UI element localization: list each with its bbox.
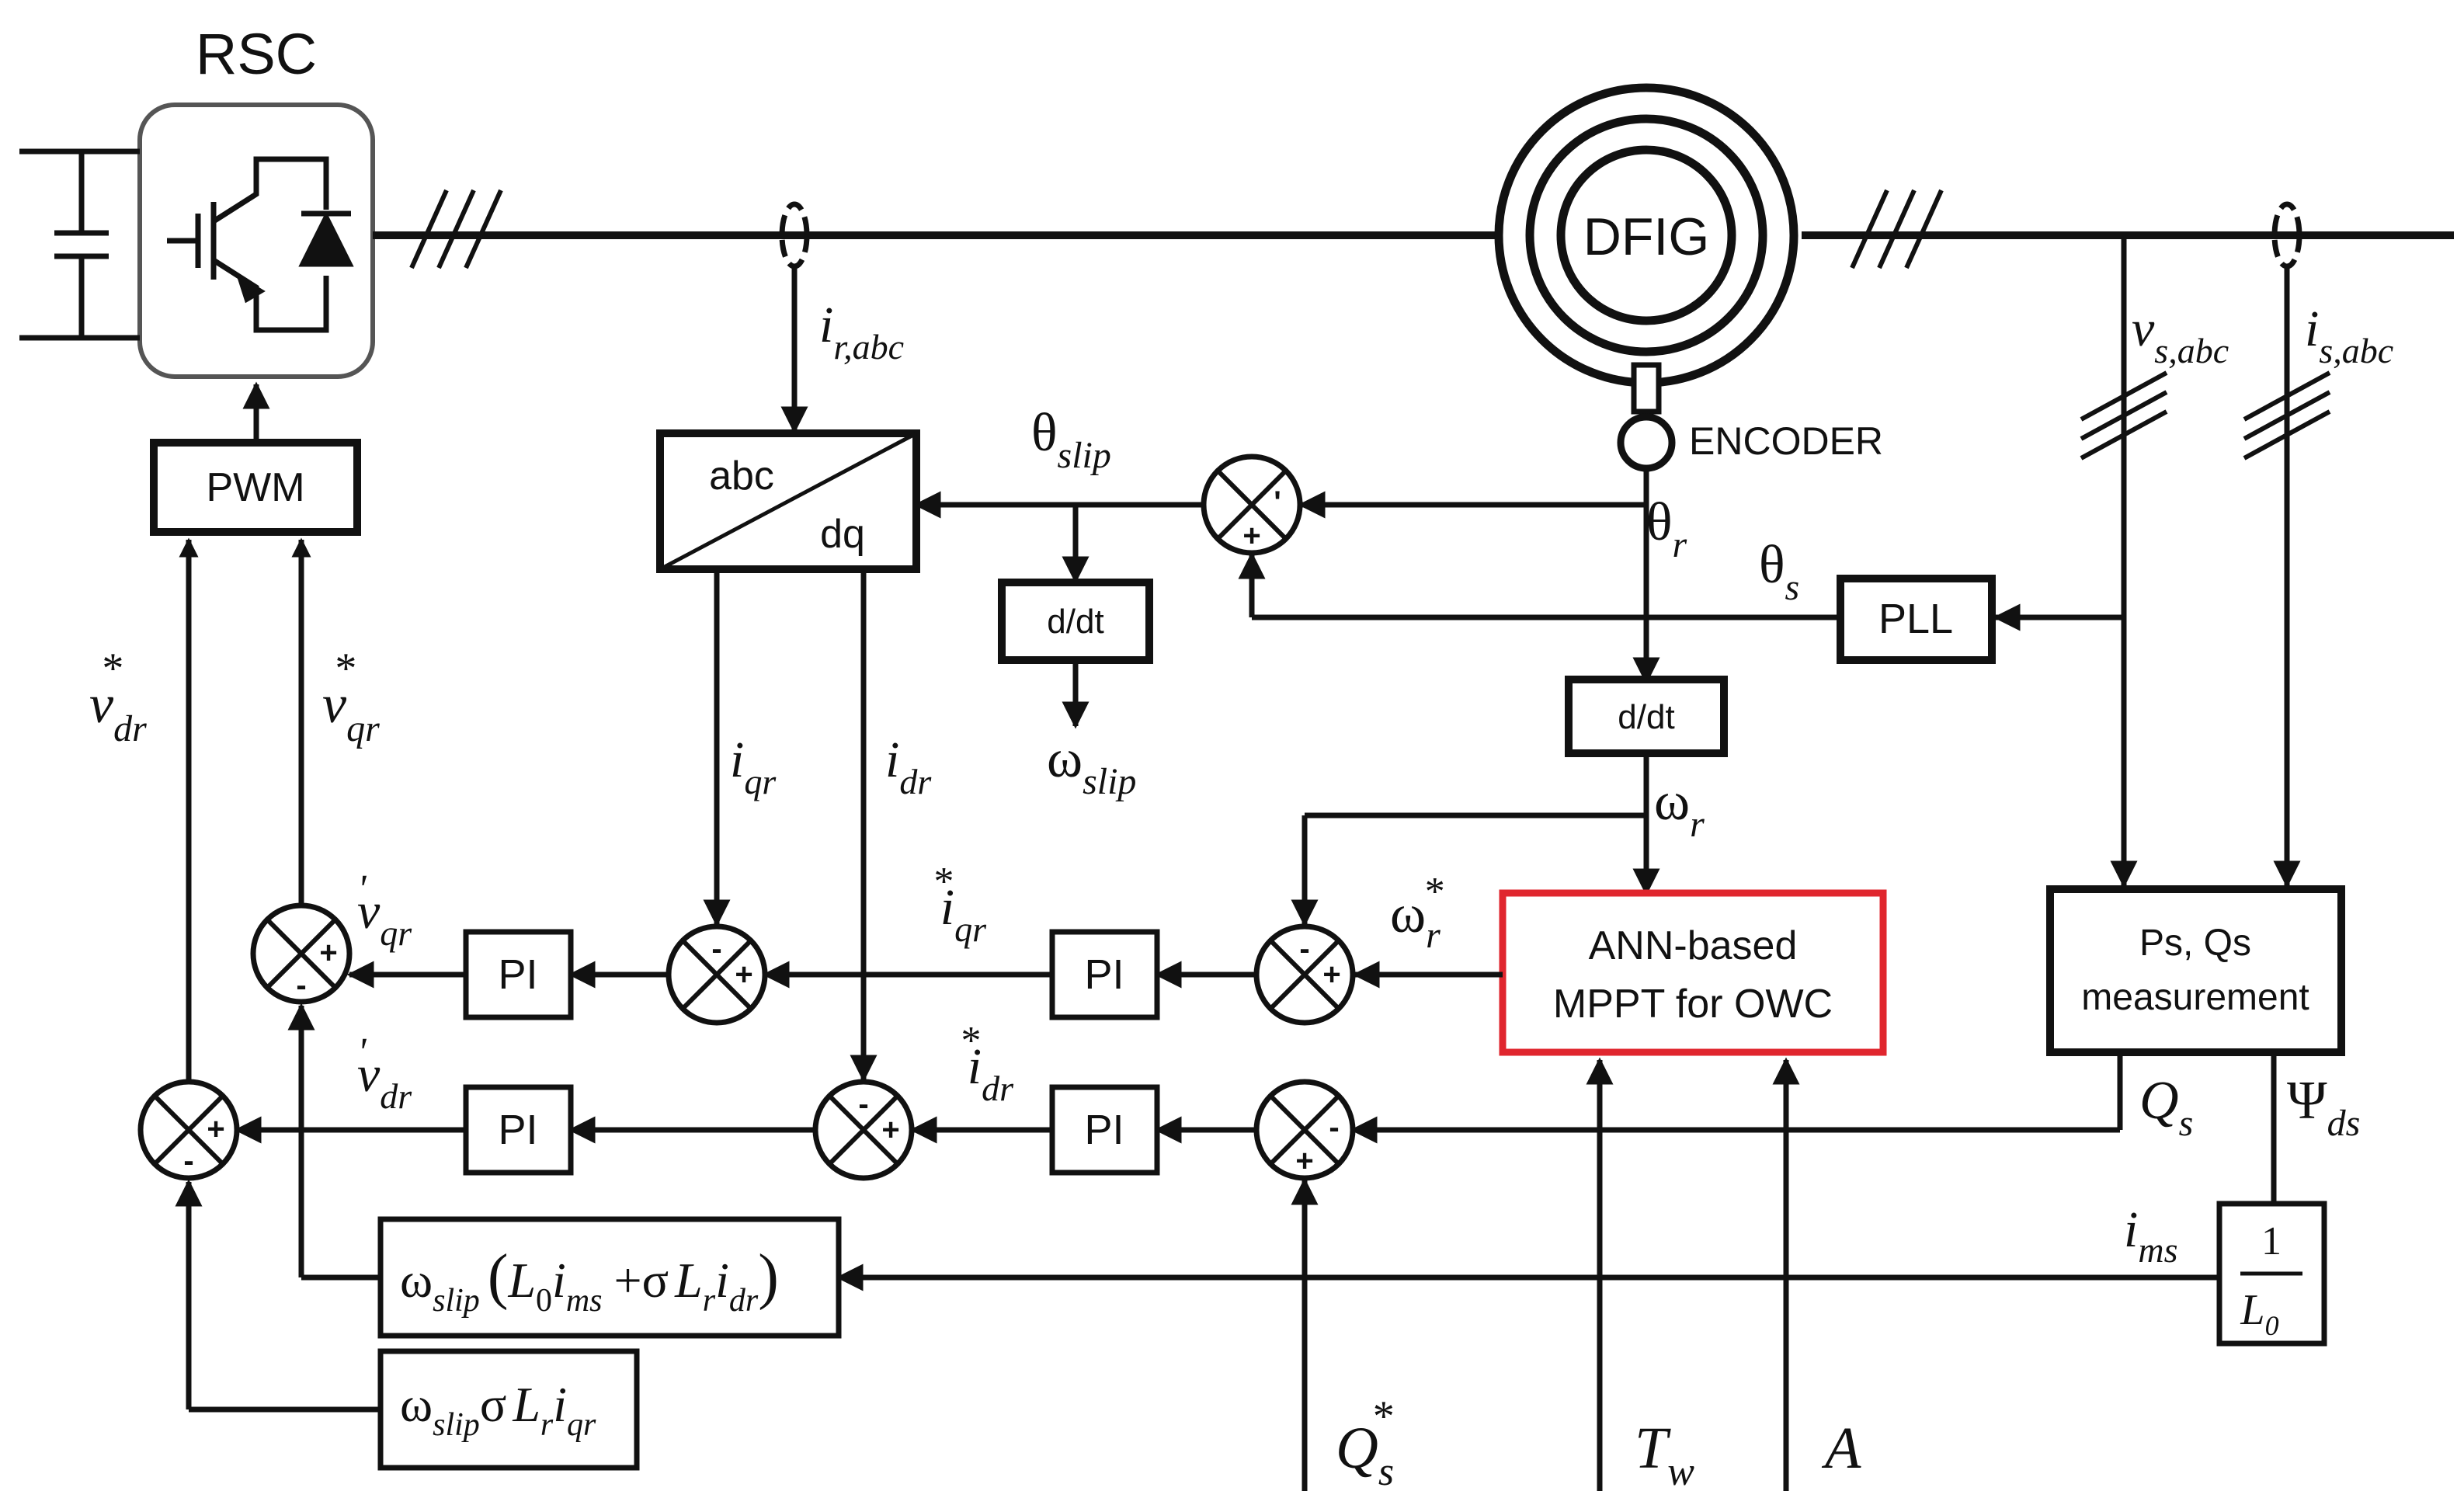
q-s-label: Qs [2139, 1071, 2193, 1144]
rsc-label: RSC [196, 22, 317, 86]
theta-slip-label: θslip [1031, 403, 1111, 476]
v-qr-ref-label: vqr* [322, 645, 380, 749]
mppt-label-line1: ANN-based [1589, 923, 1798, 968]
sum-speed-sign-right: + [1322, 958, 1340, 992]
pi-q-block [1049, 1084, 1160, 1176]
d-axis-chain: + - Qs* PI idr* idr - + PI vdr' + - [89, 537, 1394, 1494]
sum-id-sign-top: - [858, 1087, 868, 1121]
pi-q-label: PI [1084, 1107, 1124, 1153]
abc-dq-transform: ir,abc abc dq [656, 266, 920, 573]
sum-vd: + - [137, 1079, 240, 1181]
mppt-block-group: ANN-based MPPT for OWC Tw A ωr* [1352, 870, 1887, 1494]
pq-label-line2: measurement [2081, 977, 2309, 1018]
rsc-converter: RSC PWM [19, 22, 375, 536]
sum-id: - + [812, 1079, 915, 1181]
sum-speed: - + [1253, 923, 1356, 1026]
pi-id-block [463, 1084, 574, 1176]
sum-speed-sign-top: - [1299, 932, 1309, 966]
v-s-abc-label: vs,abc [2132, 301, 2229, 370]
dfig-label: DFIG [1583, 207, 1709, 266]
q-axis-chain: - + PI iqr* iqr - + PI vqr' + - vq [250, 537, 1356, 1339]
sum-iq-sign-top: - [711, 932, 721, 966]
inv-l0-num: 1 [2261, 1219, 2282, 1263]
comp-q-block [377, 1216, 842, 1339]
mppt-block [1499, 889, 1887, 1056]
pq-measurement-block [2046, 885, 2345, 1056]
i-ms-label: ims [2124, 1201, 2177, 1270]
i-qr-label: iqr [730, 732, 777, 801]
pi-speed-label: PI [1084, 951, 1124, 998]
sum-theta-sign-right: ' [1274, 485, 1281, 520]
sum-theta-sign-bottom: + [1242, 519, 1260, 553]
pq-label-line1: Ps, Qs [2139, 923, 2251, 964]
power-bus [373, 189, 2454, 269]
t-w-label: Tw [1635, 1416, 1694, 1494]
theta-r-label: θr [1646, 492, 1687, 565]
sum-vd-sign-right: + [207, 1112, 224, 1146]
abc-label: abc [709, 454, 774, 499]
inv-l0-den: L0 [2240, 1286, 2278, 1341]
sum-q-sign-right: - [1329, 1111, 1339, 1145]
v-dr-prime-label: vdr' [357, 1031, 412, 1116]
omega-r-label: ωr [1654, 772, 1705, 845]
three-phase-mark-right [1850, 189, 1944, 269]
i-qr-ref-label: iqr* [932, 860, 987, 949]
pi-id-label: PI [498, 1107, 537, 1153]
i-dr-label: idr [885, 732, 932, 801]
grid-measurement: vs,abc is,abc PLL Ps, Qs measurement Qs … [836, 235, 2393, 1347]
pll-block [1837, 575, 1996, 664]
pwm-label: PWM [206, 465, 304, 510]
sum-q: + - [1253, 1079, 1356, 1181]
igbt-icon [167, 156, 354, 333]
three-phase-mark-left [409, 189, 503, 269]
i-s-abc-label: is,abc [2305, 301, 2393, 370]
pi-iq-label: PI [498, 951, 537, 998]
ddt-slip-label: d/dt [1047, 603, 1103, 641]
pll-label: PLL [1878, 596, 1953, 642]
a-label: A [1821, 1416, 1861, 1481]
sum-theta: + ' [1201, 454, 1303, 556]
sum-vd-sign-bottom: - [183, 1144, 193, 1178]
q-s-ref-label: Qs* [1336, 1392, 1394, 1494]
omega-slip-label: ωslip [1047, 729, 1136, 802]
sum-q-sign-bottom: + [1295, 1144, 1313, 1178]
pwm-block [150, 439, 361, 536]
sum-vq: + - [250, 902, 353, 1005]
mppt-label-line2: MPPT for OWC [1553, 982, 1833, 1027]
v-dr-ref-label: vdr* [89, 645, 147, 749]
encoder-label: ENCODER [1689, 419, 1883, 463]
ddt-rotor-label: d/dt [1618, 698, 1674, 736]
theta-s-label: θs [1759, 535, 1799, 608]
shaft [1631, 362, 1662, 415]
sum-vq-sign-right: + [319, 936, 337, 970]
pi-speed-block [1049, 929, 1160, 1020]
dfig-machine: DFIG ENCODER [1494, 83, 1883, 472]
omega-r-ref-label: ωr* [1390, 870, 1445, 956]
i-r-abc-label: ir,abc [819, 297, 904, 367]
dc-link-capacitor-icon [19, 148, 140, 341]
sum-vq-sign-bottom: - [296, 968, 306, 1003]
ddt-slip-block [998, 579, 1153, 664]
slip-angle-path: θr + ' θs θslip d/dt ωslip d/dt ωr [913, 403, 1840, 927]
dq-label: dq [820, 512, 865, 557]
encoder-icon [1617, 413, 1676, 472]
i-dr-ref-label: idr* [959, 1019, 1014, 1108]
psi-ds-label: Ψds [2287, 1071, 2360, 1144]
sum-iq-sign-right: + [735, 958, 752, 992]
v-qr-prime-label: vqr' [357, 867, 412, 953]
sum-iq: - + [666, 923, 768, 1026]
rsc-box [137, 103, 375, 379]
sum-id-sign-right: + [881, 1113, 899, 1147]
dfig-rotor [1556, 145, 1736, 325]
